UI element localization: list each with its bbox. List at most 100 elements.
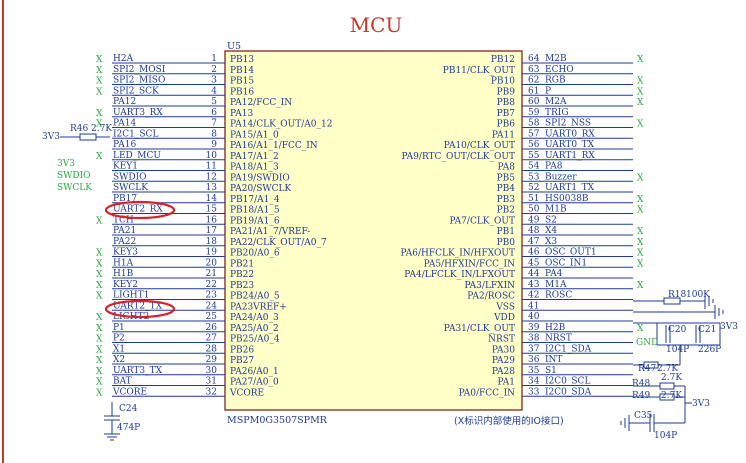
right-pin-name: PA29	[492, 356, 515, 366]
left-net-label: X2	[113, 355, 125, 365]
right-pin-number: 57	[528, 129, 540, 139]
r49-ref: R49	[632, 391, 651, 401]
right-pin-name: PA31/CLK_OUT	[444, 324, 515, 334]
right-pin-number: 42	[528, 291, 539, 301]
left-pin-name: PB15	[230, 77, 254, 87]
mcu-chip-body	[224, 50, 523, 411]
no-connect-mark: X	[637, 249, 644, 259]
left-net-label: PA12	[113, 97, 136, 107]
no-connect-mark: X	[96, 66, 103, 76]
right-pin-number: 53	[528, 172, 540, 182]
left-net-label: H2A	[113, 54, 134, 64]
right-pin-name: PA11	[492, 130, 515, 140]
no-connect-mark: X	[96, 152, 103, 162]
left-net-label: KEY1	[113, 162, 138, 172]
right-pin-number: 64	[528, 54, 540, 64]
no-connect-mark: X	[96, 281, 103, 291]
c24-value: 474P	[117, 423, 140, 433]
c35-value: 104P	[654, 431, 677, 441]
no-connect-mark: X	[96, 120, 103, 130]
left-pin-number: 21	[206, 269, 217, 279]
right-net-label: ROSC	[545, 291, 572, 301]
left-net-label: I2C1_SCL	[113, 129, 158, 139]
left-pin-name: PB18/A1_5	[230, 206, 280, 216]
swd-label-swdio: SWDIO	[57, 171, 91, 181]
right-pin-name: PB2	[497, 206, 515, 216]
left-pin-name: VCORE	[229, 388, 264, 398]
left-pin-number: 4	[211, 86, 217, 96]
no-connect-mark: X	[637, 281, 644, 291]
no-connect-mark: X	[96, 109, 103, 119]
left-net-label: KEY2	[113, 280, 138, 290]
left-pin-number: 17	[206, 226, 218, 236]
right-pin-name: PA0/FCC_IN	[459, 388, 516, 398]
no-connect-mark: X	[637, 238, 644, 248]
left-pin-name: PB27	[230, 356, 254, 366]
right-net-label: TRIG	[545, 108, 569, 118]
left-net-label: PB17	[113, 194, 137, 204]
no-connect-mark: X	[96, 87, 103, 97]
left-pin-number: 9	[211, 140, 217, 150]
right-pin-name: PB5	[497, 173, 516, 183]
left-net-label: P2	[113, 334, 125, 344]
no-connect-mark: X	[96, 388, 103, 398]
right-net-label: S1	[545, 366, 557, 376]
right-net-label: I2C0_SDA	[545, 387, 592, 397]
left-pin-number: 8	[211, 129, 217, 139]
right-net-label: NRST	[545, 334, 572, 344]
right-net-label: X4	[545, 226, 557, 236]
left-net-label: KEY3	[113, 248, 138, 258]
right-net-label: UART0_RX	[545, 129, 595, 139]
left-pin-number: 5	[211, 97, 217, 107]
r46-resistor-group: 3V3 R46 2.7K	[42, 124, 112, 142]
left-net-label: SPI2_MOSI	[113, 65, 166, 75]
r49-resistor	[659, 393, 675, 401]
no-connect-mark: X	[96, 270, 103, 280]
right-pin-name: PA9/RTC_OUT/CLK_OUT	[401, 152, 515, 162]
right-pin-name: PB11/CLK_OUT	[443, 66, 515, 76]
right-net-label: Buzzer	[545, 172, 577, 182]
r48-ref: R48	[632, 379, 651, 389]
right-pin-number: 58	[528, 119, 540, 129]
no-connect-mark: X	[96, 367, 103, 377]
c24-capacitor-group: C24 474P	[104, 402, 140, 441]
r18-resistor-group: R18 100K	[633, 290, 714, 309]
no-connect-mark: X	[96, 335, 103, 345]
right-pin-name: PB12	[491, 55, 515, 65]
right-pin-number: 46	[528, 248, 540, 258]
left-net-label: UART3_RX	[113, 108, 163, 118]
left-net-label: X1	[113, 344, 125, 354]
right-net-label: HS0038B	[545, 194, 589, 204]
no-connect-mark: X	[637, 87, 644, 97]
no-connect-mark: X	[96, 55, 103, 65]
right-pin-name: NRST	[488, 335, 515, 345]
swd-label-swclk: SWCLK	[57, 183, 92, 193]
left-pin-number: 12	[206, 172, 217, 182]
right-net-label: UART1_RX	[545, 151, 595, 161]
no-connect-mark: X	[637, 55, 644, 65]
right-pin-name: PB8	[497, 98, 516, 108]
left-pin-name: PB21	[230, 259, 254, 269]
right-net-label: UART1_TX	[545, 183, 595, 193]
right-net-label: ECHO	[545, 65, 574, 75]
